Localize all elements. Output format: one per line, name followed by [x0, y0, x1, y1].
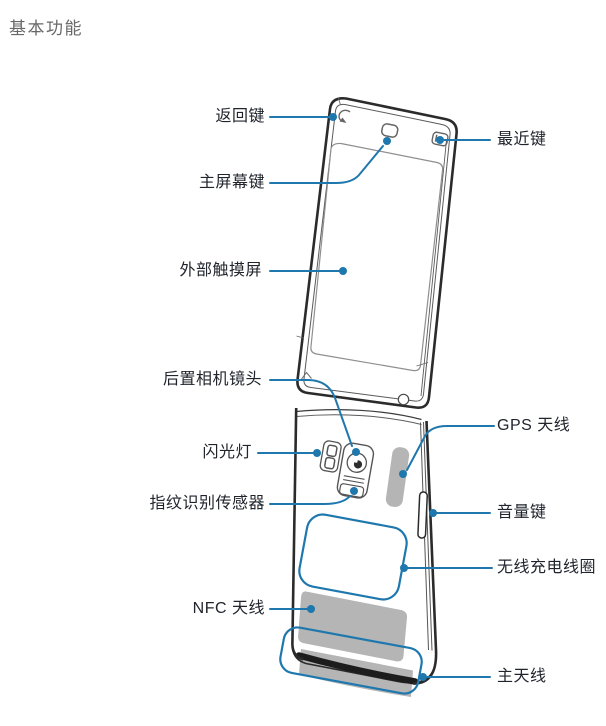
- label-gps-antenna: GPS 天线: [497, 417, 571, 434]
- main-antenna-outline: [279, 626, 423, 695]
- flip-cover: [296, 97, 458, 409]
- label-wireless-charging-coil: 无线充电线圈: [497, 559, 597, 576]
- page-title: 基本功能: [9, 19, 83, 38]
- label-home-key: 主屏幕键: [198, 174, 265, 191]
- flash-part: [319, 440, 342, 473]
- label-recents-key: 最近键: [497, 131, 547, 148]
- external-touchscreen-area: [310, 142, 444, 372]
- cover-camera: [397, 393, 410, 406]
- label-main-antenna: 主天线: [497, 668, 547, 685]
- volume-key-part: [417, 491, 428, 539]
- gps-antenna-area: [385, 447, 410, 507]
- label-back-key: 返回键: [215, 108, 265, 125]
- back-key-icon: [338, 109, 351, 123]
- label-rear-camera-lens: 后置相机镜头: [162, 371, 262, 388]
- label-volume-key: 音量键: [497, 504, 547, 521]
- home-key-icon: [381, 123, 399, 138]
- label-flash: 闪光灯: [202, 444, 252, 461]
- label-nfc-antenna: NFC 天线: [192, 600, 265, 617]
- leader-lines: [257, 116, 495, 678]
- leader-dots: [307, 113, 444, 681]
- nfc-antenna-area: [298, 591, 408, 662]
- label-external-touchscreen: 外部触摸屏: [179, 262, 262, 279]
- phone-body: [291, 407, 438, 697]
- label-fingerprint-sensor: 指纹识别传感器: [149, 495, 265, 512]
